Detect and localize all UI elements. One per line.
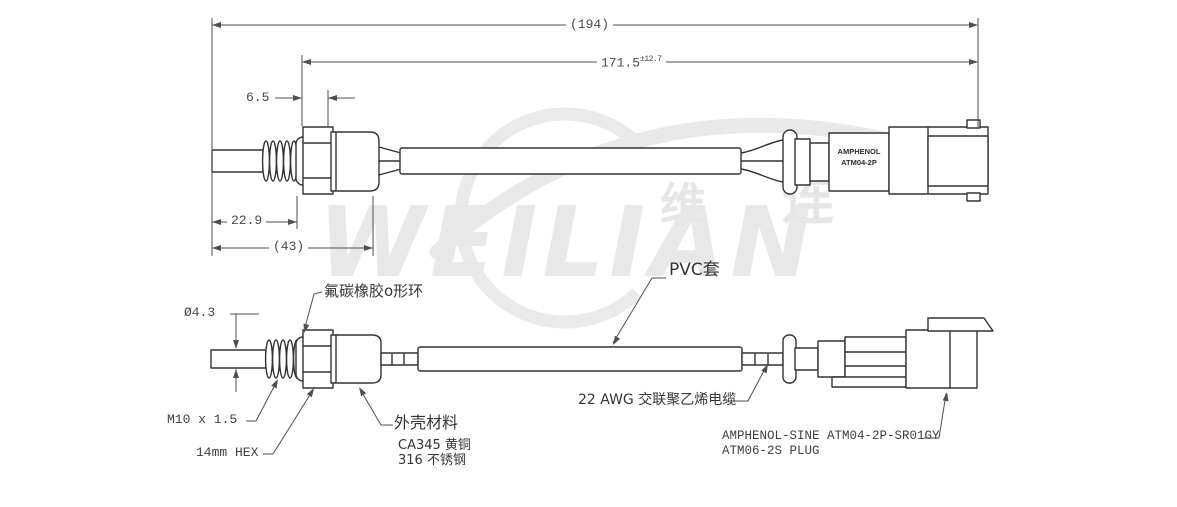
dim-thread-length: 22.9 bbox=[227, 213, 267, 229]
dim-probe-diameter: Ø4.3 bbox=[180, 305, 220, 321]
connector-marking-model: ATM04-2P bbox=[841, 158, 877, 168]
label-pvc-sleeve: PVC套 bbox=[669, 260, 720, 280]
cable-bottom bbox=[417, 346, 743, 372]
housing-body-bottom bbox=[330, 334, 382, 384]
lead-wires-left bbox=[378, 146, 402, 176]
housing-body-top bbox=[330, 131, 380, 192]
leader-oring bbox=[303, 291, 323, 332]
cable-top bbox=[399, 147, 742, 175]
label-plug-type: ATM06-2S PLUG bbox=[722, 444, 820, 458]
dim-overall-length: (194) bbox=[566, 17, 614, 33]
arrowheads bbox=[212, 22, 978, 402]
latch-bump-top bbox=[966, 119, 981, 129]
connector-marking: AMPHENOL ATM04-2P bbox=[829, 146, 889, 169]
plug-shell bbox=[905, 329, 978, 389]
watermark-cjk-1: 维 bbox=[660, 178, 706, 232]
hex-nut-bottom bbox=[302, 329, 334, 389]
label-housing-brass: CA345 黄铜 bbox=[398, 438, 471, 453]
grommet-bottom bbox=[782, 334, 797, 384]
connector-marking-brand: AMPHENOL bbox=[837, 147, 881, 156]
top-view-sensor bbox=[211, 119, 989, 202]
dim-head-length: (43) bbox=[269, 239, 309, 255]
plug-latch-tab bbox=[927, 317, 994, 332]
thread-section-bottom bbox=[264, 339, 302, 379]
hex-nut-top bbox=[302, 126, 334, 195]
label-hex-size: 14mm HEX bbox=[196, 445, 259, 460]
plug-body bbox=[844, 336, 907, 382]
dim-hex-width: 6.5 bbox=[242, 90, 274, 106]
label-cable-spec: 22 AWG 交联聚乙烯电缆 bbox=[578, 392, 737, 408]
label-housing-material: 外壳材料 bbox=[394, 413, 459, 432]
connector-barrel-top bbox=[828, 132, 890, 192]
thread-section-top bbox=[261, 140, 299, 182]
latch-bump-bottom bbox=[966, 192, 981, 202]
watermark-text: WEILIAN bbox=[318, 186, 817, 299]
label-plug-partnumber: AMPHENOL-SINE ATM04-2P-SR01GY bbox=[722, 429, 940, 443]
label-housing-steel: 316 不锈钢 bbox=[398, 453, 466, 468]
dim-cable-tolerance: ±12.7 bbox=[640, 55, 662, 64]
probe-tube-top bbox=[211, 149, 264, 173]
label-oring: 氟碳橡胶o形环 bbox=[324, 282, 424, 300]
leader-housing bbox=[359, 388, 393, 426]
leader-hex bbox=[263, 389, 314, 455]
leader-thread bbox=[246, 380, 278, 422]
dim-cable-length: 171.5±12.7 bbox=[597, 55, 666, 72]
dim-cable-value: 171.5 bbox=[601, 55, 641, 71]
leader-cable bbox=[726, 364, 768, 402]
bare-wire-right bbox=[741, 352, 784, 366]
leader-plug bbox=[924, 393, 947, 439]
label-thread-spec: M10 x 1.5 bbox=[167, 412, 238, 427]
lead-wires-right bbox=[740, 139, 784, 183]
bare-wire-left bbox=[380, 352, 419, 366]
probe-tube-bottom bbox=[210, 349, 267, 369]
bottom-view-sensor bbox=[210, 317, 994, 389]
leader-pvc bbox=[612, 277, 666, 344]
